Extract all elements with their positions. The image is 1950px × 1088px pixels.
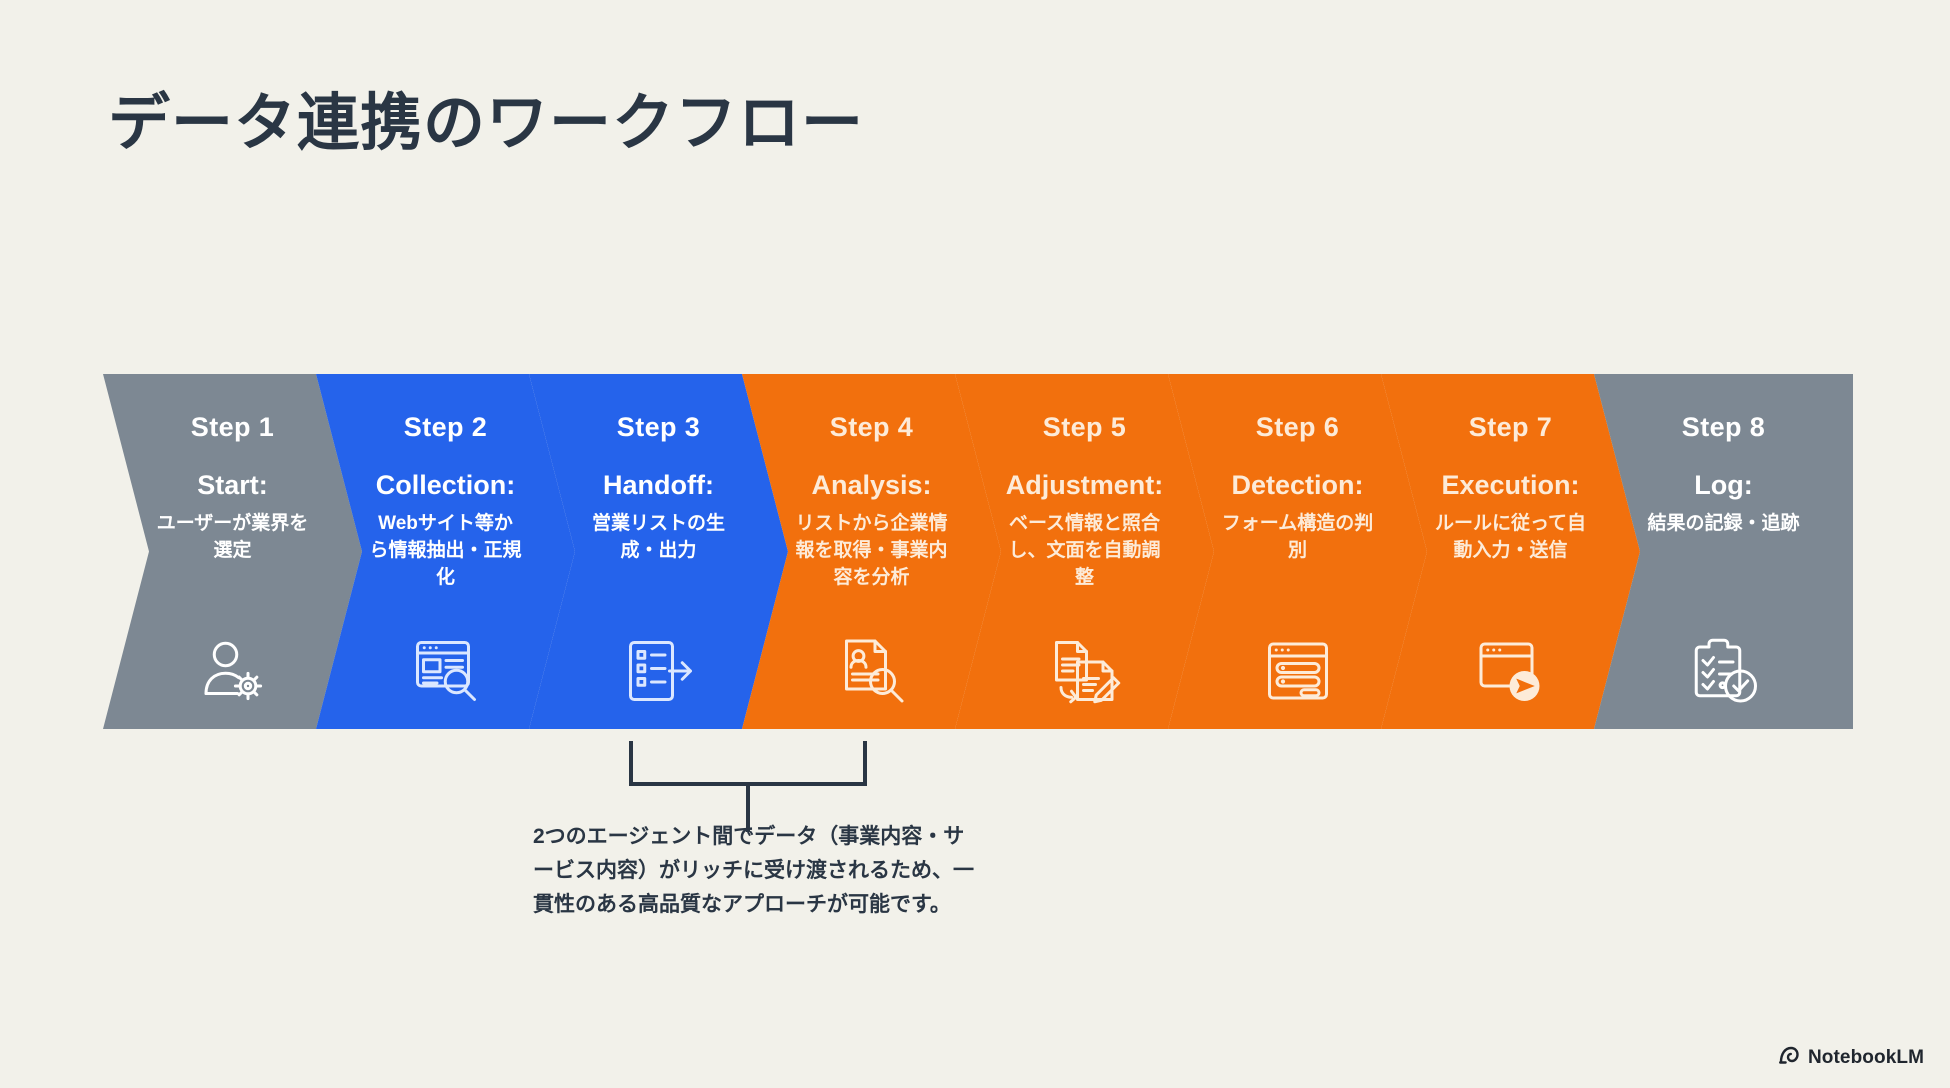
notebooklm-label: NotebookLM <box>1807 1046 1924 1068</box>
workflow-step-1[interactable]: Step 1 Start: ユーザーが業界を選定 <box>103 374 362 729</box>
browser-send-icon <box>1475 635 1547 707</box>
notebooklm-logo-icon <box>1778 1045 1800 1070</box>
step-number: Step 8 <box>1681 412 1766 442</box>
user-gear-icon <box>197 635 269 707</box>
step-description: リストから企業情報を取得・事業内容を分析 <box>795 513 948 589</box>
step-title: Adjustment: <box>1005 470 1164 500</box>
step-description: Webサイト等から情報抽出・正規化 <box>369 513 522 589</box>
step-number: Step 4 <box>829 412 914 442</box>
handoff-note: 2つのエージェント間でデータ（事業内容・サービス内容）がリッチに受け渡されるため… <box>533 825 974 917</box>
page-title: データ連携のワークフロー <box>108 89 865 158</box>
step-number: Step 5 <box>1042 412 1127 442</box>
step-title: Start: <box>197 470 268 500</box>
step-number: Step 1 <box>190 412 275 442</box>
browser-search-icon <box>410 635 482 707</box>
step-number: Step 6 <box>1255 412 1340 442</box>
step-number: Step 3 <box>616 412 701 442</box>
notebooklm-watermark: NotebookLM <box>1778 1045 1924 1070</box>
document-profile-search-icon <box>836 635 908 707</box>
step-description: ベース情報と照合し、文面を自動調整 <box>1008 513 1161 589</box>
step-description: 営業リストの生成・出力 <box>591 513 725 562</box>
handoff-bracket <box>629 741 867 832</box>
web-form-icon <box>1262 635 1334 707</box>
workflow-chevron-flow: Step 1 Start: ユーザーが業界を選定 Step 2 Collection:… <box>103 374 1853 729</box>
step-description: フォーム構造の判別 <box>1221 513 1374 562</box>
step-title: Analysis: <box>811 470 932 500</box>
step-number: Step 2 <box>403 412 488 442</box>
workflow-step-2[interactable]: Step 2 Collection: Webサイト等から情報抽出・正規化 <box>316 374 575 729</box>
step-title: Collection: <box>375 470 516 500</box>
step-title: Detection: <box>1231 470 1364 500</box>
step-title: Execution: <box>1441 470 1580 500</box>
step-title: Handoff: <box>603 470 714 500</box>
document-edit-icon <box>1049 635 1121 707</box>
step-number: Step 7 <box>1468 412 1553 442</box>
step-title: Log: <box>1694 470 1753 500</box>
step-description: ルールに従って自動入力・送信 <box>1434 513 1587 562</box>
step-description: 結果の記録・追跡 <box>1647 513 1800 535</box>
step-description: ユーザーが業界を選定 <box>156 513 309 562</box>
list-arrow-icon <box>623 635 695 707</box>
clipboard-check-icon <box>1688 635 1760 707</box>
